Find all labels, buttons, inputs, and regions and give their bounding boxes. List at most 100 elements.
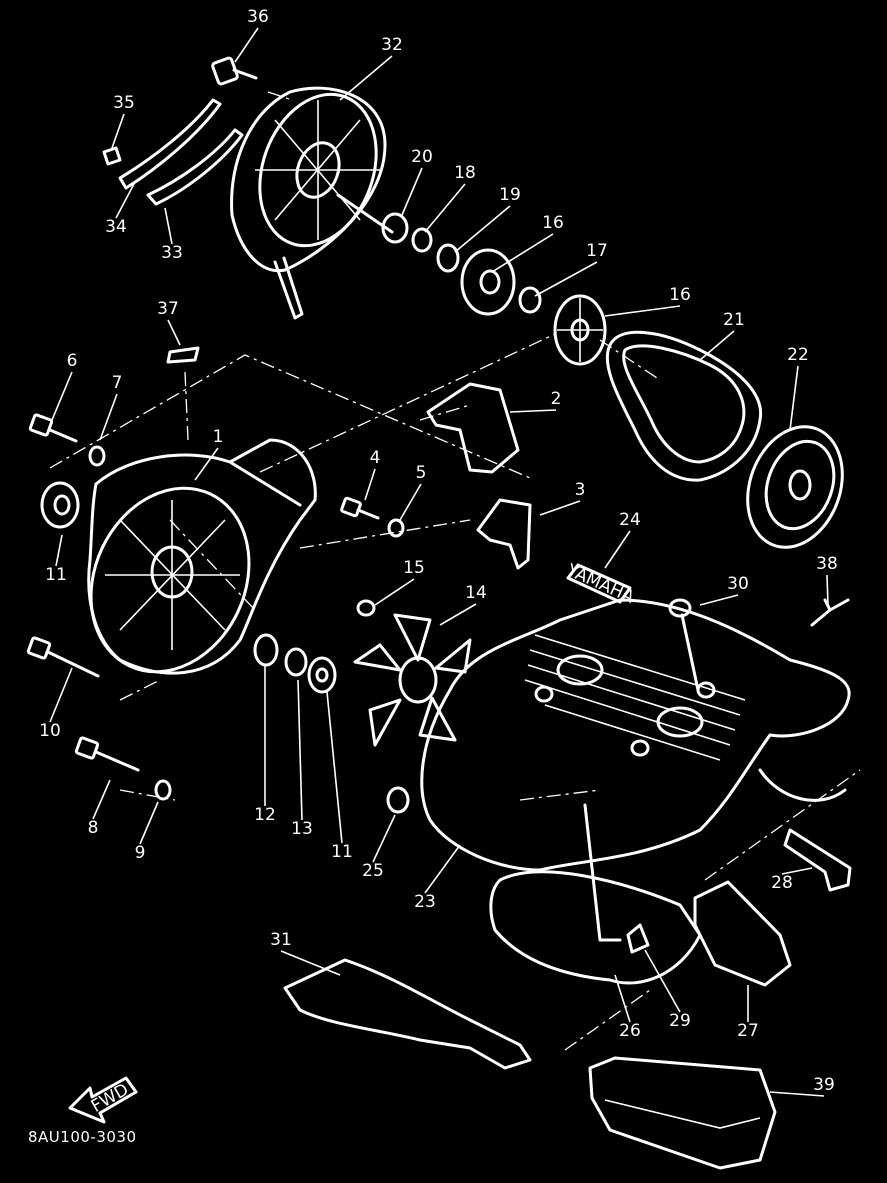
callout-25: 25 [362,861,384,881]
part-22-pulley [746,425,844,549]
callout-38: 38 [816,554,838,574]
leader-line-19 [454,205,511,253]
leader-line-38 [826,574,829,606]
callout-26: 26 [619,1021,641,1041]
callout-21: 21 [723,310,745,330]
callout-11: 11 [331,842,353,862]
callout-15: 15 [403,558,425,578]
callout-4: 4 [370,448,381,468]
part-38-clip [810,598,850,627]
leader-line-33 [164,207,173,245]
callout-31: 31 [270,930,292,950]
callout-2: 2 [551,389,562,409]
callout-29: 29 [669,1011,691,1031]
part-2-bracket [426,382,520,474]
leader-line-11 [326,691,343,844]
leader-line-34 [115,181,136,219]
leader-line-23 [424,844,461,894]
callout-30: 30 [727,574,749,594]
callout-28: 28 [771,873,793,893]
leader-line-9 [139,801,159,845]
part-9-washer [154,779,172,801]
leader-line-7 [99,393,118,441]
callout-39: 39 [813,1075,835,1095]
callout-1: 1 [213,427,224,447]
leader-line-13 [297,679,303,821]
part-5-washer [387,518,405,538]
callout-9: 9 [135,843,146,863]
part-18-washer [411,227,433,253]
part-20-collar [381,212,409,244]
leader-line-2 [509,409,557,413]
leader-line-36 [234,27,259,63]
callout-16: 16 [669,285,691,305]
callout-17: 17 [586,241,608,261]
leader-line-28 [781,867,813,875]
part-11-bearing [40,481,80,529]
part-35-screw [102,146,122,166]
callout-35: 35 [113,93,135,113]
callout-36: 36 [247,7,269,27]
part-13-washer [284,647,308,677]
part-15-clip [356,599,376,617]
part-16-pulley-half-2 [553,294,607,366]
decal-text: YAMAHA [563,560,638,608]
drawing-code: 8AU100-3030 [28,1128,137,1146]
leader-line-11 [55,534,63,567]
leader-line-8 [92,779,111,820]
leader-line-16 [491,233,554,273]
part-28-rod [783,828,852,892]
fwd-arrow-icon: FWD [68,1076,138,1124]
callout-16: 16 [542,213,564,233]
callout-32: 32 [381,35,403,55]
part-27-duct [693,880,792,987]
part-1-cover [87,438,317,675]
leader-line-22 [789,365,799,431]
part-39-duct-cover [588,1056,777,1170]
leader-line-18 [424,183,466,233]
part-36-bolt [211,56,258,86]
part-19-washer [436,243,460,273]
callout-23: 23 [414,892,436,912]
part-24-decal: YAMAHA [563,560,638,608]
part-29-fitting [626,923,650,954]
part-25-plug [386,786,410,814]
part-37-label [166,346,200,364]
callout-3: 3 [575,480,586,500]
callout-27: 27 [737,1021,759,1041]
callout-5: 5 [416,463,427,483]
leader-line-14 [439,603,477,626]
part-3-bracket [476,498,532,570]
part-6-bolt [28,413,78,443]
callout-6: 6 [67,351,78,371]
leader-line-24 [604,530,631,569]
leader-line-10 [49,667,73,723]
callout-13: 13 [291,819,313,839]
callout-11: 11 [45,565,67,585]
part-4-bolt [340,496,380,520]
leader-line-26 [614,974,631,1023]
leader-line-37 [167,319,181,346]
leader-line-17 [534,261,598,297]
leader-line-21 [699,330,735,361]
leader-line-39 [769,1091,825,1097]
callout-37: 37 [157,299,179,319]
part-17-spacer [518,286,542,314]
leader-line-16 [604,305,681,317]
part-16-pulley-half [460,248,516,316]
leader-line-30 [699,594,739,606]
part-10-bolt [26,636,100,678]
part-23-engine-shroud [420,598,851,942]
part-31-bracket [283,958,532,1070]
callout-10: 10 [39,721,61,741]
part-34-strap [118,98,222,190]
part-32-fan-housing [230,86,394,320]
part-7-washer [88,445,106,467]
part-11-bearing-2 [307,656,337,694]
callout-7: 7 [112,373,123,393]
callout-8: 8 [88,818,99,838]
part-8-bolt [74,736,140,772]
part-30-bolt [668,598,700,692]
